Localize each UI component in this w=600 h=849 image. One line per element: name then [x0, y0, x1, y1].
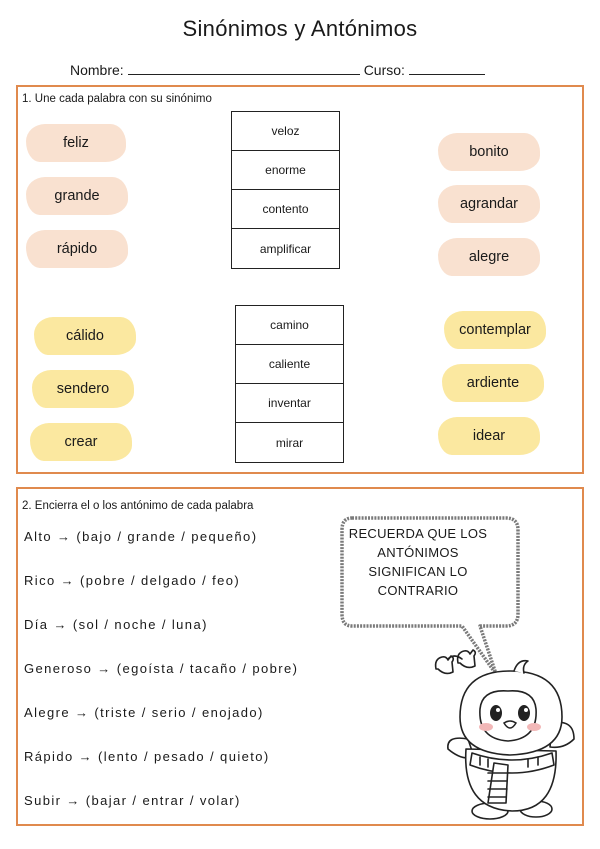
synonym-table-1: veloz enorme contento amplificar: [231, 111, 340, 269]
word-calido[interactable]: cálido: [34, 317, 136, 355]
synonyms-section: 1. Une cada palabra con su sinónimo feli…: [16, 85, 584, 474]
antonym-item[interactable]: Rápido → (lento / pesado / quieto): [24, 749, 270, 764]
word-enorme[interactable]: enorme: [232, 151, 339, 190]
word-rapido[interactable]: rápido: [26, 230, 128, 268]
antonym-item[interactable]: Rico → (pobre / delgado / feo): [24, 573, 241, 588]
antonyms-section: 2. Encierra el o los antónimo de cada pa…: [16, 487, 584, 826]
name-course-line: Nombre: Curso:: [70, 60, 489, 78]
word-sendero[interactable]: sendero: [32, 370, 134, 408]
word-alegre[interactable]: alegre: [438, 238, 540, 276]
word-mirar[interactable]: mirar: [275, 435, 304, 450]
antonym-item[interactable]: Alto → (bajo / grande / pequeño): [24, 529, 258, 544]
word-amplificar[interactable]: amplificar: [259, 241, 312, 256]
course-blank[interactable]: [408, 60, 485, 75]
bubble-line: CONTRARIO: [377, 583, 459, 598]
penguin-mascot-icon: [434, 649, 575, 820]
bubble-line: ANTÓNIMOS: [377, 545, 459, 560]
page-title: Sinónimos y Antónimos: [182, 16, 418, 41]
word-ardiente[interactable]: ardiente: [442, 364, 544, 402]
antonyms-instruction: 2. Encierra el o los antónimo de cada pa…: [22, 500, 254, 512]
speech-bubble-icon: [340, 516, 520, 676]
word-camino[interactable]: camino: [236, 306, 343, 345]
mittens-icon: [434, 649, 477, 675]
word-inventar[interactable]: inventar: [236, 384, 343, 423]
synonym-table-2: camino caliente inventar mirar: [235, 305, 344, 463]
word-contemplar[interactable]: contemplar: [444, 311, 546, 349]
synonyms-instruction: 1. Une cada palabra con su sinónimo: [22, 93, 212, 105]
antonym-item[interactable]: Día → (sol / noche / luna): [24, 617, 208, 632]
antonym-item[interactable]: Alegre → (triste / serio / enojado): [24, 705, 264, 720]
word-caliente[interactable]: caliente: [236, 345, 343, 384]
antonym-item[interactable]: Generoso → (egoísta / tacaño / pobre): [24, 661, 299, 676]
bubble-line: RECUERDA QUE LOS: [348, 526, 488, 541]
course-label: Curso:: [363, 62, 405, 78]
bubble-line: SIGNIFICAN LO: [368, 564, 468, 579]
word-grande[interactable]: grande: [26, 177, 128, 215]
bubble-text: RECUERDA QUE LOS ANTÓNIMOS SIGNIFICAN LO…: [343, 524, 493, 600]
word-veloz[interactable]: veloz: [232, 112, 339, 151]
word-agrandar[interactable]: agrandar: [438, 185, 540, 223]
word-feliz[interactable]: feliz: [26, 124, 126, 162]
word-idear[interactable]: idear: [438, 417, 540, 455]
word-bonito[interactable]: bonito: [438, 133, 540, 171]
antonym-item[interactable]: Subir → (bajar / entrar / volar): [24, 793, 241, 808]
name-blank[interactable]: [127, 60, 360, 75]
name-label: Nombre:: [70, 62, 124, 78]
word-contento[interactable]: contento: [232, 190, 339, 229]
word-crear[interactable]: crear: [30, 423, 132, 461]
